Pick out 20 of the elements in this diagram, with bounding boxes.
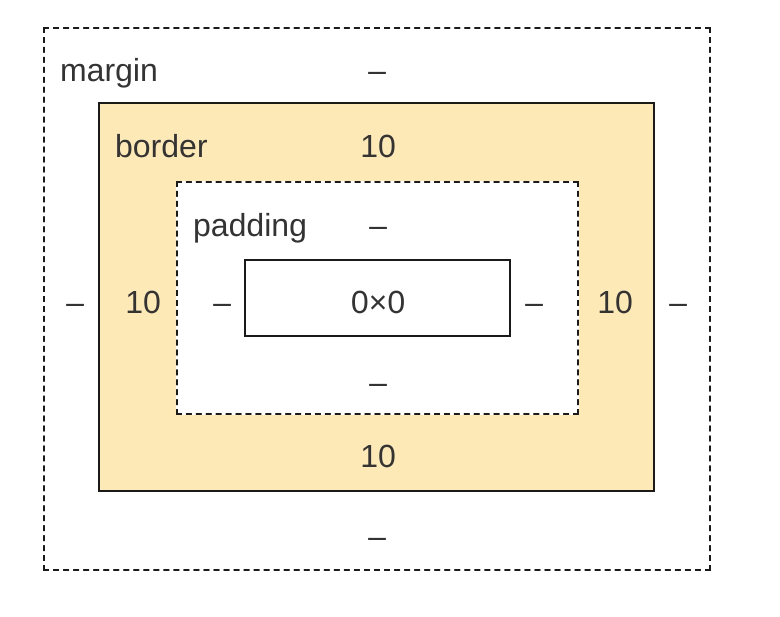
left-value: 10 — [125, 286, 161, 318]
left-value: – — [66, 286, 84, 318]
top-value: – — [369, 209, 387, 241]
right-value: – — [525, 286, 543, 318]
bottom-value: 10 — [360, 440, 396, 472]
top-value: – — [368, 54, 386, 86]
padding-box — [176, 181, 579, 415]
bottom-value: – — [369, 366, 387, 398]
box-label: border — [115, 130, 208, 162]
left-value: – — [213, 286, 231, 318]
bottom-value: – — [368, 520, 386, 552]
right-value: 10 — [597, 286, 633, 318]
content-size: 0×0 — [350, 286, 406, 318]
margin-box — [43, 27, 711, 571]
content-box — [244, 259, 511, 337]
top-value: 10 — [360, 130, 396, 162]
right-value: – — [669, 286, 687, 318]
box-label: margin — [60, 54, 158, 86]
box-label: padding — [193, 209, 307, 241]
border-box — [98, 102, 655, 492]
